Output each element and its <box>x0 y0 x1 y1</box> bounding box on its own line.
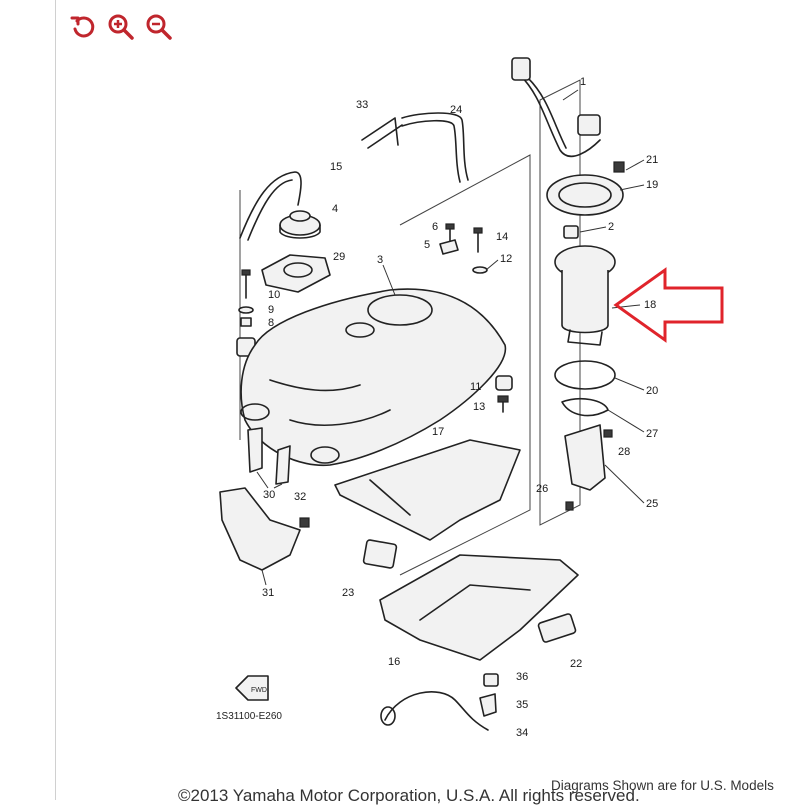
part-1-fuel-hose[interactable] <box>511 57 601 157</box>
highlight-arrow <box>613 267 724 343</box>
callout-32: 32 <box>294 491 306 503</box>
callout-31: 31 <box>262 587 274 599</box>
part-25-protector[interactable] <box>564 424 606 491</box>
part-9-washer[interactable] <box>238 306 254 314</box>
part-34-drain-hose[interactable] <box>380 691 489 731</box>
callout-8: 8 <box>268 317 274 329</box>
part-11-damper[interactable] <box>495 375 513 391</box>
zoom-in-button[interactable] <box>104 10 138 44</box>
zoom-out-icon <box>146 14 172 40</box>
part-4-fuel-cap[interactable] <box>279 210 321 239</box>
part-14-bolt[interactable] <box>473 227 483 253</box>
assembly-outline-pump <box>539 79 581 526</box>
callout-17: 17 <box>432 426 444 438</box>
callout-34: 34 <box>516 727 528 739</box>
part-12-washer[interactable] <box>472 266 488 274</box>
part-23-rectifier[interactable] <box>362 539 398 569</box>
part-30-cover-left[interactable] <box>247 427 263 473</box>
callout-6: 6 <box>432 221 438 233</box>
callout-12: 12 <box>500 253 512 265</box>
callout-3: 3 <box>377 254 383 266</box>
part-28-screw[interactable] <box>603 429 613 438</box>
callout-15: 15 <box>330 161 342 173</box>
part-5-bracket[interactable] <box>439 239 459 255</box>
callout-25: 25 <box>646 498 658 510</box>
callout-28: 28 <box>618 446 630 458</box>
callout-30: 30 <box>263 489 275 501</box>
callout-36: 36 <box>516 671 528 683</box>
callout-27: 27 <box>646 428 658 440</box>
callout-2: 2 <box>608 221 614 233</box>
part-22-relay[interactable] <box>537 613 577 643</box>
part-24-breather-hose[interactable] <box>401 112 469 183</box>
callout-22: 22 <box>570 658 582 670</box>
us-models-note: Diagrams Shown are for U.S. Models <box>551 778 774 793</box>
part-35-joint[interactable] <box>479 693 497 717</box>
part-2-connector[interactable] <box>563 225 579 239</box>
part-29-cap-plate[interactable] <box>261 254 331 293</box>
callout-1: 1 <box>580 76 586 88</box>
part-31-side-cover[interactable] <box>219 487 301 571</box>
part-3-fuel-tank[interactable] <box>240 288 507 467</box>
part-32-bolt[interactable] <box>299 517 310 528</box>
callout-10: 10 <box>268 289 280 301</box>
callout-14: 14 <box>496 231 508 243</box>
callout-9: 9 <box>268 304 274 316</box>
callout-33: 33 <box>356 99 368 111</box>
part-8-collar[interactable] <box>240 317 252 327</box>
zoom-in-icon <box>108 14 134 40</box>
callout-35: 35 <box>516 699 528 711</box>
part-15-hose[interactable] <box>239 171 302 241</box>
callout-18: 18 <box>644 299 656 311</box>
diagram-code: 1S31100-E260 <box>216 711 282 722</box>
part-18-fuel-pump[interactable] <box>554 245 616 346</box>
callout-21: 21 <box>646 154 658 166</box>
part-19-ring[interactable] <box>546 174 624 216</box>
part-13-bolt[interactable] <box>497 395 509 413</box>
callout-16: 16 <box>388 656 400 668</box>
toolbar <box>66 10 176 44</box>
fwd-direction-marker: FWD <box>235 675 269 701</box>
part-21-nut[interactable] <box>613 161 625 173</box>
part-16-bracket[interactable] <box>379 554 579 661</box>
part-17-heat-protector[interactable] <box>334 439 521 541</box>
fwd-label: FWD <box>251 687 267 694</box>
part-27-clamp[interactable] <box>561 398 609 417</box>
part-10-bolt[interactable] <box>241 269 251 299</box>
part-20-gasket[interactable] <box>554 360 616 390</box>
callout-11: 11 <box>470 381 481 393</box>
callout-20: 20 <box>646 385 658 397</box>
callout-19: 19 <box>646 179 658 191</box>
callout-26: 26 <box>536 483 548 495</box>
part-26-screw[interactable] <box>565 501 574 511</box>
rotate-ccw-icon <box>70 16 95 38</box>
callout-5: 5 <box>424 239 430 251</box>
callout-13: 13 <box>473 401 485 413</box>
part-36-fitting[interactable] <box>483 673 499 687</box>
part-33-breather-hose[interactable] <box>361 117 403 149</box>
callout-4: 4 <box>332 203 338 215</box>
assembly-outline-tank <box>399 154 531 576</box>
zoom-out-button[interactable] <box>142 10 176 44</box>
part-6-bolt[interactable] <box>445 223 455 243</box>
part-30-cover-right[interactable] <box>275 445 291 485</box>
reset-button[interactable] <box>66 10 100 44</box>
callout-24: 24 <box>450 104 462 116</box>
callout-29: 29 <box>333 251 345 263</box>
callout-23: 23 <box>342 587 354 599</box>
left-divider <box>55 0 56 800</box>
